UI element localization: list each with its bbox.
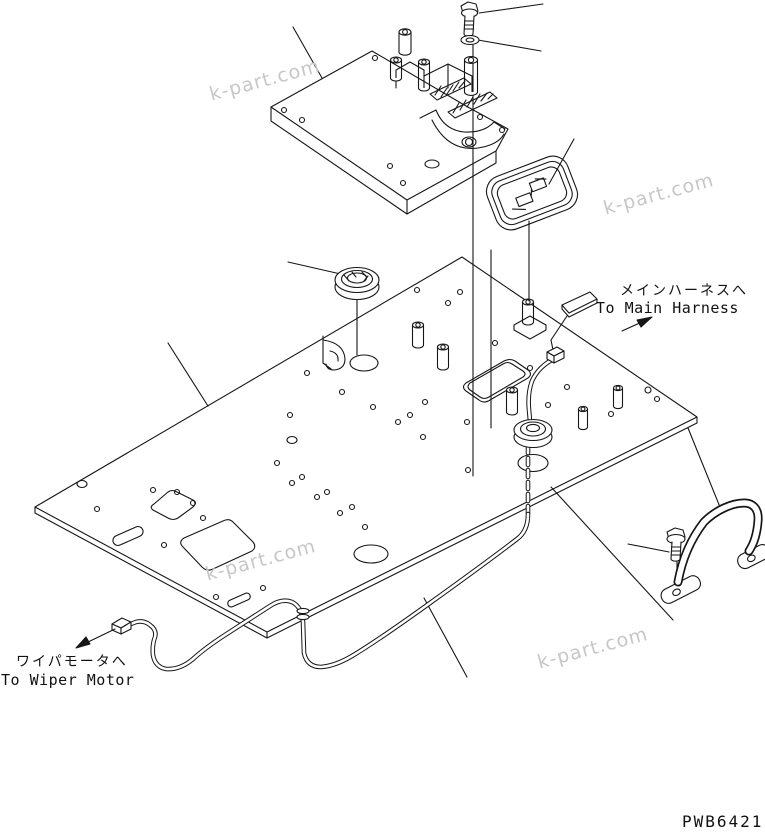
controller-mount-plate [271,29,508,214]
mounting-bolt [461,2,478,36]
label-wiper-motor-jp: ワイパモータへ [16,654,128,670]
plate-opening-small [151,491,195,520]
plate-oval-hole [350,355,378,371]
controller-bracket [396,62,505,148]
hook-bracket [323,336,345,370]
callout-arrow-main-harness [622,317,652,331]
label-wiper-motor-en: To Wiper Motor [1,671,135,689]
controller-standoffs [391,29,478,96]
floor-plate [35,257,697,638]
plate-boss [464,360,531,403]
wiper-connector [112,618,131,634]
plate-standoffs [413,299,623,430]
washer [461,36,479,45]
wiring-harness [112,347,564,669]
harness-grommet [514,420,552,448]
label-main-harness-en: To Main Harness [596,299,739,317]
leader-lines [168,4,722,677]
plate-slot [111,525,251,608]
drawing-number: PWB6421 [682,812,764,831]
label-main-harness-jp: メインハーネスへ [620,283,748,299]
round-grommet [335,268,379,300]
wire-clip [297,608,309,619]
plate-oval-hole [354,545,388,563]
harness-connector [547,347,564,363]
plate-opening-large [181,520,255,570]
rubber-seal-cover [482,151,582,234]
handle-bolt [667,528,685,561]
callout-arrow-wiper-motor [76,629,115,648]
alignment-lines [357,45,677,600]
standoff-base-bracket [514,316,546,339]
grab-handle [659,503,765,606]
plate-oval-hole [518,455,548,472]
harness-clamp [551,292,597,350]
connector-block [430,78,497,118]
plate-holes [77,288,660,600]
